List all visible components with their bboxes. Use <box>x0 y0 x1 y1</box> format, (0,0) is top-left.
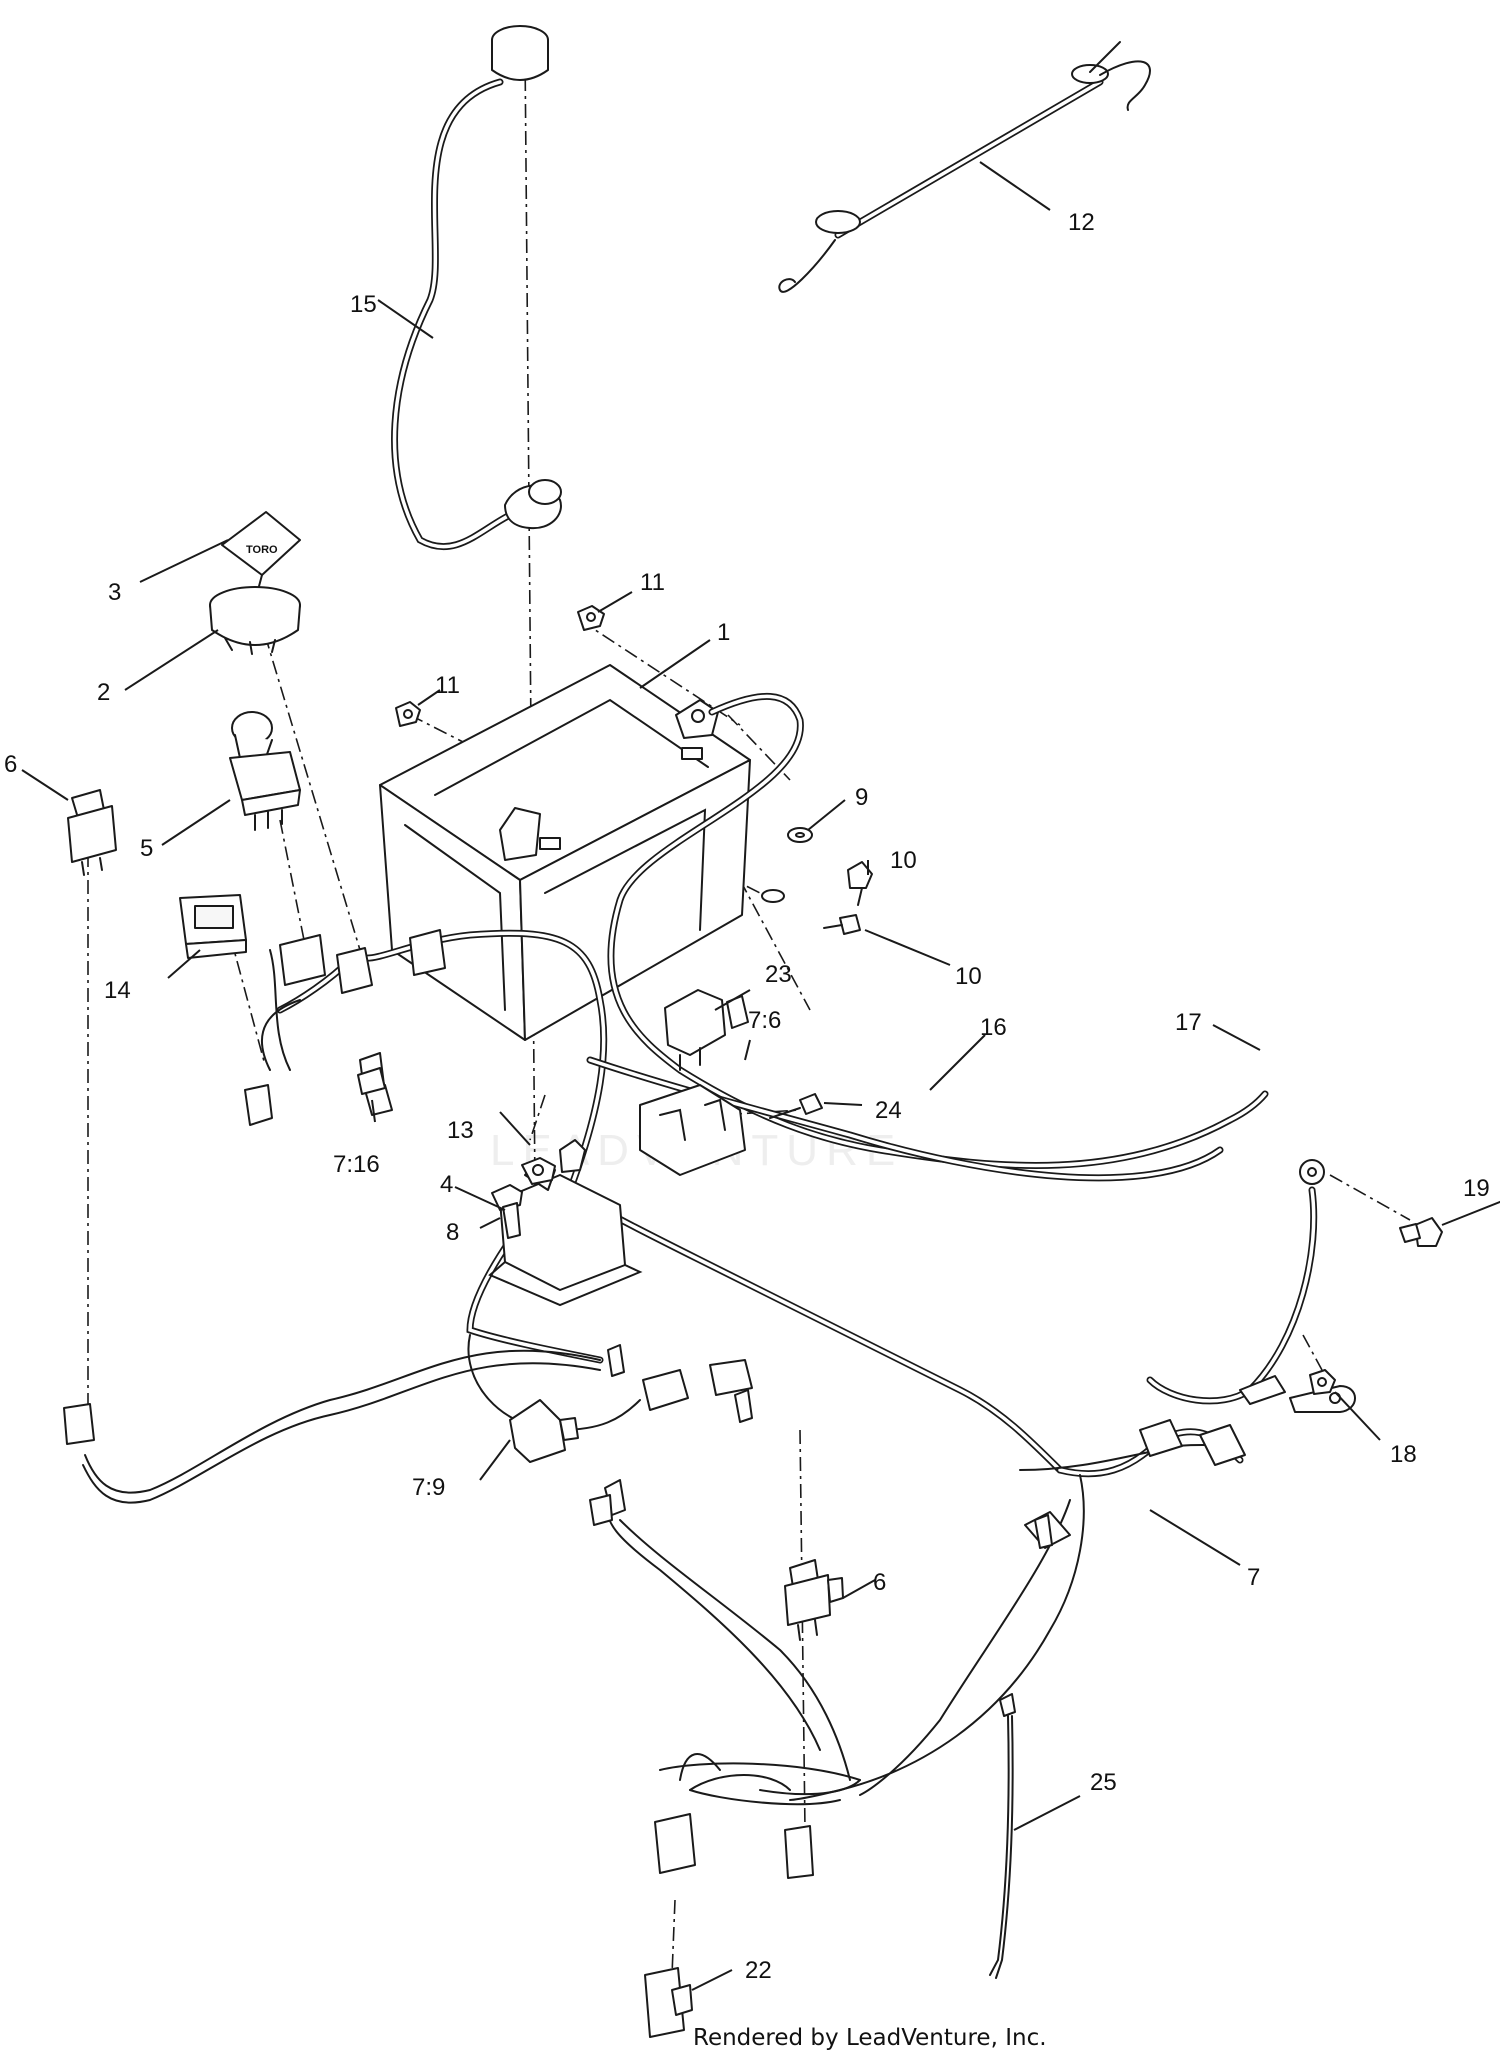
fuse-block <box>639 1084 746 1176</box>
plug-22-mate <box>654 1813 696 1874</box>
battery-cable-15 <box>391 25 562 551</box>
plug-6b-mate <box>784 1825 814 1879</box>
callout-6a: 6 <box>4 751 17 778</box>
connector-7-16 <box>357 1067 386 1095</box>
callouts: 1 2 3 4 5 6 6 7 7:6 7:9 7:16 8 9 10 10 1… <box>4 209 1490 1984</box>
callout-18: 18 <box>1390 1441 1417 1468</box>
callout-3: 3 <box>108 579 121 606</box>
ground-cable-17 <box>1146 1159 1356 1413</box>
callout-7-9: 7:9 <box>412 1474 445 1501</box>
fuse-holder-7-9 <box>509 1399 579 1463</box>
bolt-10a <box>847 861 873 906</box>
bolt-19 <box>1399 1217 1443 1247</box>
washer-9 <box>787 827 813 843</box>
relay-23 <box>664 989 726 1071</box>
harness-clips <box>607 1344 1053 1549</box>
nut-18 <box>1309 1369 1336 1395</box>
callout-5: 5 <box>140 835 153 862</box>
nut-11a <box>577 605 605 631</box>
nut-11b <box>395 701 421 727</box>
callout-11b: 11 <box>435 672 460 699</box>
render-credit: Rendered by LeadVenture, Inc. <box>693 2025 1047 2051</box>
callout-12: 12 <box>1068 209 1095 236</box>
callout-25: 25 <box>1090 1769 1117 1796</box>
callout-24: 24 <box>875 1097 902 1124</box>
callout-10b: 10 <box>955 963 982 990</box>
switch-6b <box>784 1559 844 1641</box>
callout-22: 22 <box>745 1957 772 1984</box>
callout-16: 16 <box>980 1014 1007 1041</box>
wire-harness-7 <box>82 929 1244 1806</box>
callout-9: 9 <box>855 784 868 811</box>
key-brand-label: TORO <box>246 544 278 556</box>
hold-down-rod-12 <box>778 41 1151 293</box>
leader-lines <box>21 161 1500 1991</box>
cable-16 <box>586 1056 1224 1182</box>
callout-23: 23 <box>765 961 792 988</box>
callout-19: 19 <box>1463 1175 1490 1202</box>
callout-17: 17 <box>1175 1009 1202 1036</box>
callout-15: 15 <box>350 291 377 318</box>
callout-8: 8 <box>446 1219 459 1246</box>
callout-7-6: 7:6 <box>748 1007 781 1034</box>
callout-6b: 6 <box>873 1569 886 1596</box>
connector-22 <box>644 1967 693 2038</box>
screw-24 <box>769 1093 823 1119</box>
cable-tie-25 <box>989 1693 1016 1979</box>
callout-4: 4 <box>440 1171 453 1198</box>
callout-7: 7 <box>1247 1564 1260 1591</box>
washer-under-battery <box>761 889 785 903</box>
callout-11a: 11 <box>640 569 665 596</box>
key-3: TORO <box>221 511 301 591</box>
nut-13 <box>521 1157 556 1185</box>
bolt-8 <box>491 1184 523 1239</box>
callout-7-16: 7:16 <box>333 1151 380 1178</box>
ignition-switch-2 <box>209 586 301 655</box>
battery-1 <box>379 664 751 1041</box>
pto-switch-5 <box>229 711 301 831</box>
hour-meter-14 <box>179 894 247 959</box>
switch-6a <box>67 789 117 876</box>
bolt-10b <box>823 914 861 935</box>
callout-14: 14 <box>104 977 131 1004</box>
callout-2: 2 <box>97 679 110 706</box>
callout-10a: 10 <box>890 847 917 874</box>
plug-lower-left <box>63 1403 95 1445</box>
callout-1: 1 <box>717 619 730 646</box>
callout-13: 13 <box>447 1117 474 1144</box>
